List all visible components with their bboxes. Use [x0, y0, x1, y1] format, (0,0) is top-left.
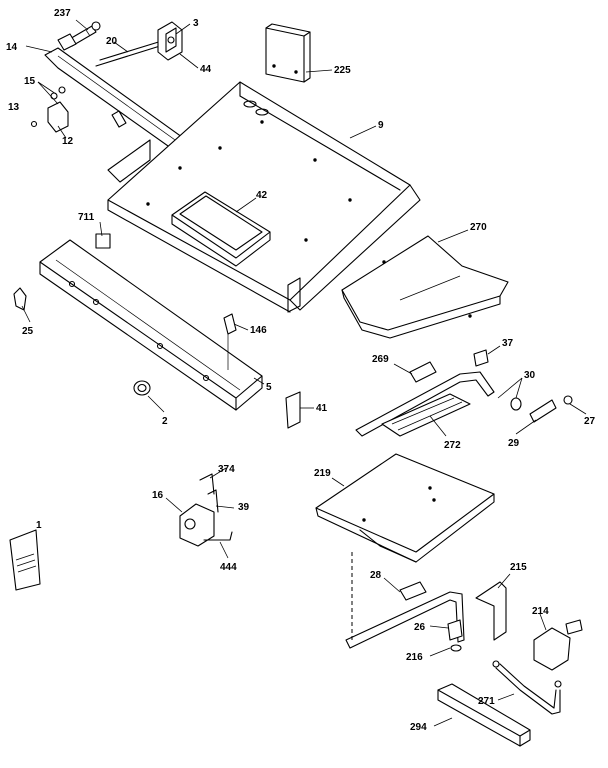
callout-214: 214	[532, 606, 549, 617]
callout-41: 41	[316, 403, 328, 414]
valve-bracket-part	[157, 21, 183, 61]
callout-9: 9	[378, 120, 384, 131]
bracket-225-part	[265, 23, 311, 83]
callout-216: 216	[406, 652, 423, 663]
callout-215: 215	[510, 562, 527, 573]
callout-26: 26	[414, 622, 426, 633]
label-711-part	[95, 233, 111, 249]
callout-219: 219	[314, 468, 331, 479]
callout-269: 269	[372, 354, 389, 365]
callout-44: 44	[200, 64, 212, 75]
callout-1: 1	[36, 520, 42, 531]
burner-box-part	[107, 81, 421, 313]
callout-12: 12	[62, 136, 74, 147]
callout-237: 237	[54, 8, 71, 19]
valve-12-part	[30, 86, 69, 133]
callout-3: 3	[193, 18, 199, 29]
callout-20: 20	[106, 36, 118, 47]
front-panel-part	[39, 239, 263, 411]
knob-2-part	[133, 380, 151, 396]
callout-39: 39	[238, 502, 250, 513]
callout-5: 5	[266, 382, 272, 393]
shield-270-part	[341, 235, 509, 339]
callout-14: 14	[6, 42, 18, 53]
callout-25: 25	[22, 326, 34, 337]
callout-374: 374	[218, 464, 235, 475]
leader-lines	[21, 19, 587, 727]
callout-labels: 237 3 14 20 44 225 15 13 12 9 42 711 270…	[6, 8, 596, 733]
callout-37: 37	[502, 338, 514, 349]
callout-2: 2	[162, 416, 168, 427]
literature-1-part	[9, 529, 41, 591]
bracket-41-part	[285, 391, 301, 429]
clip-25-part	[13, 287, 27, 311]
broil-burner-part	[355, 349, 573, 437]
callout-15: 15	[24, 76, 36, 87]
callout-16: 16	[152, 490, 164, 501]
callout-30: 30	[524, 370, 536, 381]
bracket-294-part	[437, 683, 531, 747]
clip-146-part	[223, 313, 237, 370]
igniter-214-part	[533, 619, 583, 671]
callout-28: 28	[370, 570, 382, 581]
callout-27: 27	[584, 416, 596, 427]
bracket-215-part	[475, 581, 507, 641]
tube-271-part	[492, 660, 562, 715]
bake-burner-part	[345, 552, 465, 652]
callout-444: 444	[220, 562, 237, 573]
callout-225: 225	[334, 65, 351, 76]
callout-146: 146	[250, 325, 267, 336]
callout-294: 294	[410, 722, 427, 733]
window-42-part	[171, 191, 271, 267]
callout-270: 270	[470, 222, 487, 233]
orifice-237-part	[57, 21, 101, 51]
callout-13: 13	[8, 102, 20, 113]
callout-29: 29	[508, 438, 520, 449]
callout-271: 271	[478, 696, 495, 707]
callout-272: 272	[444, 440, 461, 451]
callout-711: 711	[78, 212, 95, 223]
shield-219-part	[315, 453, 495, 563]
valve-16-part	[179, 473, 233, 547]
callout-42: 42	[256, 190, 268, 201]
